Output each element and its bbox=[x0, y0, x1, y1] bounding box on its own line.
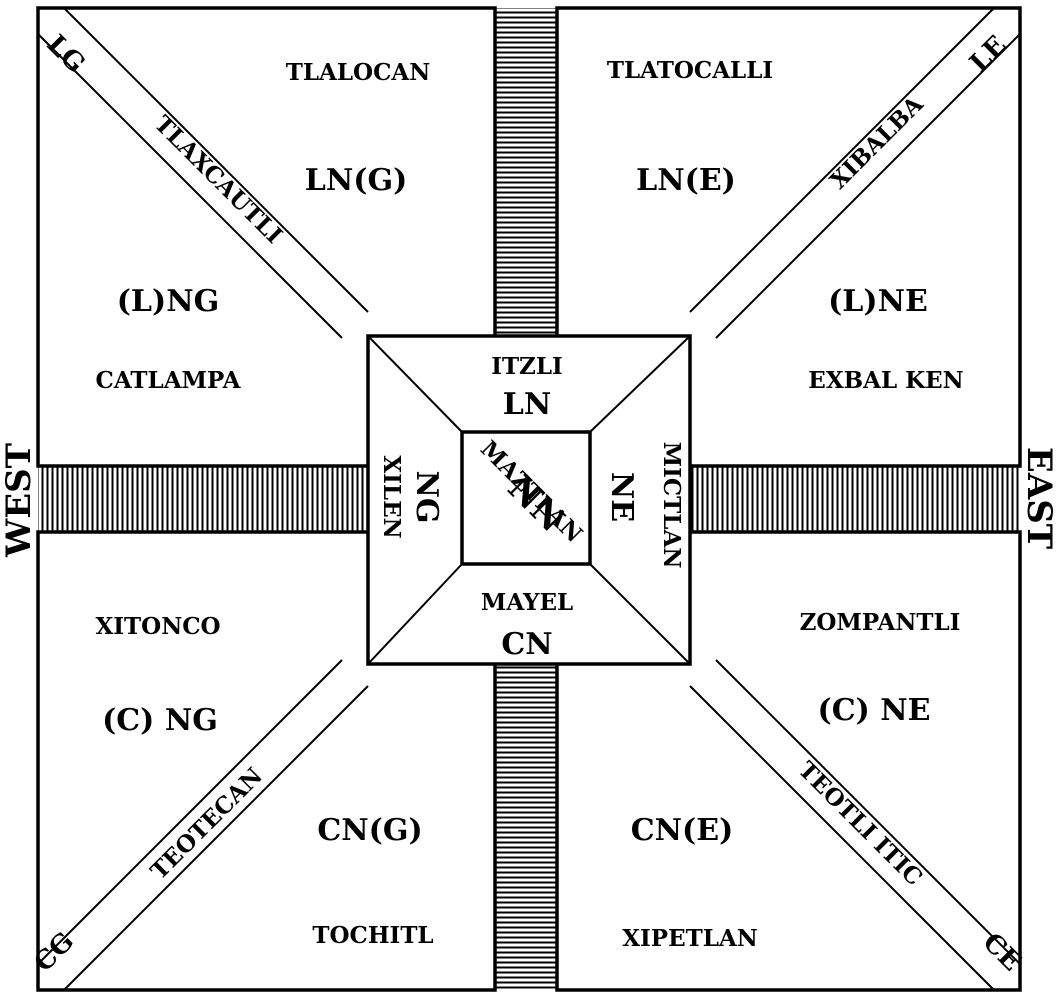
east-corridor-hatch bbox=[690, 466, 1020, 532]
direction-label-west: WEST bbox=[0, 443, 39, 558]
region-name-tlalocan: TLALOCAN bbox=[286, 59, 431, 86]
center-code-ng: NG bbox=[409, 470, 444, 523]
center-name-itzli: ITZLI bbox=[491, 353, 563, 380]
region-code-l-ng: (L)NG bbox=[117, 284, 220, 319]
region-code-l-ne: (L)NE bbox=[828, 284, 928, 319]
center-name-mictlan: MICTLAN bbox=[658, 442, 685, 569]
region-code-c-ne: (C) NE bbox=[818, 693, 931, 728]
region-name-tochitl: TOCHITL bbox=[312, 922, 433, 949]
north-corridor-hatch bbox=[495, 8, 557, 336]
west-corridor-hatch bbox=[38, 466, 368, 532]
diagonal-label-ne: XIBALBA bbox=[825, 90, 929, 194]
center-code-ne: NE bbox=[604, 472, 639, 522]
center-code-ln: LN bbox=[503, 387, 552, 422]
center-name-mayel: MAYEL bbox=[481, 589, 573, 616]
corner-label-lg: LG bbox=[41, 29, 91, 79]
region-code-ln-g: LN(G) bbox=[305, 163, 408, 198]
diagonal-label-sw: TEOTECAN bbox=[145, 762, 268, 885]
region-code-cn-e: CN(E) bbox=[631, 813, 734, 848]
center-code-cn: CN bbox=[501, 627, 552, 662]
region-code-ln-e: LN(E) bbox=[636, 163, 736, 198]
region-code-cn-g: CN(G) bbox=[317, 813, 422, 848]
region-name-xipetlan: XIPETLAN bbox=[622, 925, 758, 952]
corner-label-le: LE bbox=[964, 30, 1012, 78]
region-name-tlatocalli: TLATOCALLI bbox=[607, 57, 773, 84]
diagonal-label-nw: TLAXCAUTLI bbox=[149, 110, 287, 248]
direction-label-east: EAST bbox=[1019, 447, 1056, 549]
center-name-xilen: XILEN bbox=[378, 455, 405, 538]
diagonal-label-se: TEOTLI ITIC bbox=[793, 756, 928, 891]
region-name-catlampa: CATLAMPA bbox=[96, 367, 242, 394]
region-name-zompantli: ZOMPANTLI bbox=[800, 609, 961, 636]
region-code-c-ng: (C) NG bbox=[102, 703, 218, 738]
region-name-exbal-ken: EXBAL KEN bbox=[808, 367, 963, 394]
region-name-xitonco: XITONCO bbox=[95, 613, 220, 640]
south-corridor-hatch bbox=[495, 664, 557, 990]
